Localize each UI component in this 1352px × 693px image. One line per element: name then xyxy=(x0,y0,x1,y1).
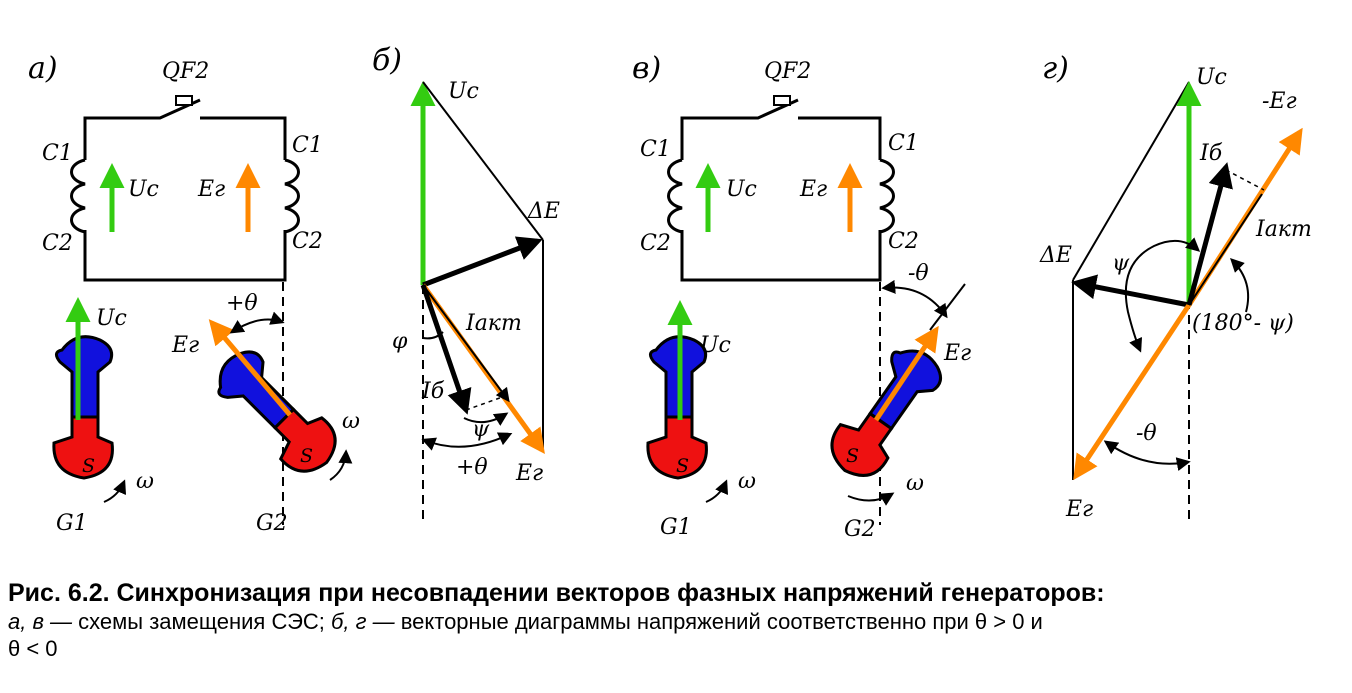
south-label-g2: S xyxy=(846,445,859,467)
coil-right xyxy=(284,158,300,234)
i-akt-vector xyxy=(422,284,510,403)
eg-label: Eг xyxy=(515,461,543,486)
south-pole xyxy=(646,415,708,480)
figure-caption: Рис. 6.2. Синхронизация при несовпадении… xyxy=(8,578,1344,662)
angle-180-label: (180°- ψ) xyxy=(1192,311,1294,336)
c2-right: C2 xyxy=(292,229,323,254)
omega-label-g2: ω xyxy=(906,471,924,496)
omega-label: ω xyxy=(738,469,756,494)
synchronization-figure: а) QF2 C1 C2 C1 C2 Uc Eг S Uc ω G1 xyxy=(28,43,1312,542)
i-akt-label: Iакт xyxy=(1255,217,1312,242)
breaker-label: QF2 xyxy=(764,59,811,84)
g1-label: G1 xyxy=(56,511,88,536)
rotor-g1: S Uc ω G1 xyxy=(52,297,154,536)
coil-left xyxy=(70,158,86,234)
south-pole xyxy=(52,415,114,480)
rotor-g1: S Uc ω G1 xyxy=(646,300,756,540)
psi-label: ψ xyxy=(472,417,490,442)
uc-label: Uc xyxy=(128,177,159,202)
plus-theta-label: +θ xyxy=(226,291,258,316)
c1-right: C1 xyxy=(888,131,919,156)
g2-label: G2 xyxy=(256,511,288,536)
c2-left: C2 xyxy=(640,231,671,256)
panel-v-label: в) xyxy=(632,51,661,86)
eg-rotor-arrow xyxy=(208,319,292,417)
uc-dot-label: Uc xyxy=(96,306,127,331)
eg-label: Eг xyxy=(197,177,225,202)
north-pole xyxy=(867,349,943,431)
eg-label: Eг xyxy=(799,177,827,202)
uc-label: Uc xyxy=(448,79,479,104)
c2-right: C2 xyxy=(888,229,919,254)
eg-dot-label: Eг xyxy=(943,341,971,366)
uc-label: Uc xyxy=(1196,65,1227,90)
coil-right xyxy=(879,158,895,234)
minus-theta-label: -θ xyxy=(908,261,929,286)
c1-left: C1 xyxy=(42,141,73,166)
omega-label: ω xyxy=(136,469,154,494)
c1-left: C1 xyxy=(640,137,671,162)
plus-theta-label: +θ xyxy=(456,455,488,480)
north-pole xyxy=(55,335,114,419)
caption-title: Рис. 6.2. Синхронизация при несовпадении… xyxy=(8,579,1105,607)
rotor-g2: S Eг +θ ω G2 xyxy=(171,282,360,536)
c1-right: C1 xyxy=(292,133,323,158)
north-pole xyxy=(217,350,296,430)
i-b-vector xyxy=(420,284,472,415)
breaker-label: QF2 xyxy=(162,59,209,84)
panel-b: б) Uc ΔE Eг Iакт Iб φ ψ +θ xyxy=(372,43,560,520)
rotor-g2: S Eг -θ ω G2 xyxy=(830,261,971,542)
uc-dot-label: Uc xyxy=(700,333,731,358)
panel-a-label: а) xyxy=(28,51,58,86)
g2-label: G2 xyxy=(844,517,876,542)
delta-e-label: ΔE xyxy=(1039,243,1072,268)
panel-a: а) QF2 C1 C2 C1 C2 Uc Eг S Uc ω G1 xyxy=(28,51,360,536)
panel-g-label: г) xyxy=(1042,51,1069,86)
south-label: S xyxy=(676,455,689,477)
i-b-label: Iб xyxy=(421,379,445,404)
eg-dot-label: Eг xyxy=(171,333,199,358)
c2-left: C2 xyxy=(42,231,73,256)
panel-g: г) Uc ΔE Eг -Eг Iб Iакт ψ (180°- ψ) -θ xyxy=(1039,51,1312,525)
caption-bg: б, г — xyxy=(331,609,395,634)
minus-eg-label: -Eг xyxy=(1262,89,1297,114)
caption-line3: θ < 0 xyxy=(8,636,58,661)
caption-ab: а, в — xyxy=(8,609,73,634)
caption-line2: а, в — схемы замещения СЭС; б, г — векто… xyxy=(8,608,1344,635)
circuit-wires xyxy=(680,95,882,282)
circuit-wires xyxy=(83,95,287,282)
coil-left xyxy=(667,158,683,234)
uc-label: Uc xyxy=(726,177,757,202)
i-b-label: Iб xyxy=(1199,141,1223,166)
south-pole xyxy=(272,407,337,473)
caption-text2: векторные диаграммы напряжений соответст… xyxy=(394,609,1043,634)
south-label: S xyxy=(82,455,95,477)
south-label-g2: S xyxy=(300,445,313,467)
psi-label: ψ xyxy=(1112,251,1130,276)
eg-rotor-arrow xyxy=(873,325,939,422)
i-akt-vector xyxy=(1188,193,1263,306)
caption-text1: схемы замещения СЭС; xyxy=(72,609,332,634)
south-pole xyxy=(830,411,894,477)
omega-label-g2: ω xyxy=(342,409,360,434)
g1-label: G1 xyxy=(660,515,692,540)
panel-v: в) QF2 C1 C2 C1 C2 Uc Eг S Uc ω G1 xyxy=(632,51,971,542)
delta-e-label: ΔE xyxy=(527,199,560,224)
i-b-vector xyxy=(1186,162,1233,306)
delta-e-vector xyxy=(422,236,543,288)
panel-b-label: б) xyxy=(372,43,402,78)
eg-label: Eг xyxy=(1065,497,1093,522)
i-akt-label: Iакт xyxy=(465,311,522,336)
phi-label: φ xyxy=(392,329,408,354)
delta-e-vector xyxy=(1071,274,1190,308)
minus-theta-label: -θ xyxy=(1136,421,1157,446)
